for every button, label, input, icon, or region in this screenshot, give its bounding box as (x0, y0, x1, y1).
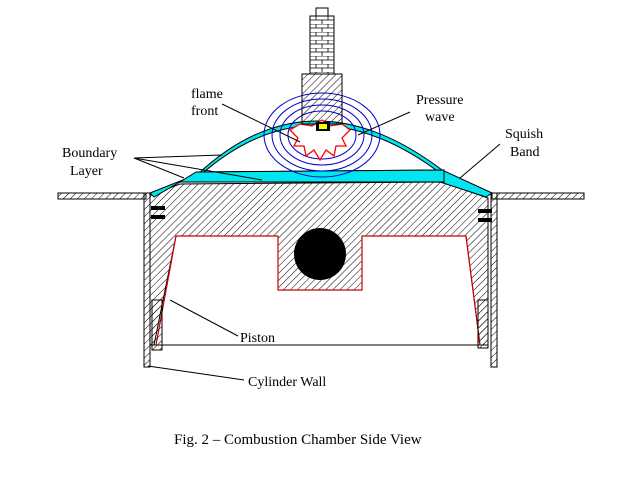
spark-plug-spark (319, 124, 327, 129)
squish-band-label: Band (510, 145, 540, 160)
head-deck-right (491, 192, 585, 200)
spark-plug-terminal (315, 7, 329, 17)
piston-outline (155, 235, 481, 346)
flame-front-label: flame (191, 87, 223, 102)
cylinder-wall-left (143, 192, 151, 368)
cylinder-wall-right (490, 192, 498, 368)
pressure-wave-label: Pressure (416, 93, 463, 108)
wrist-pin (294, 228, 346, 280)
piston-skirt-right (477, 299, 489, 349)
piston-ring (478, 209, 492, 213)
boundary-layer-label: Layer (70, 164, 103, 179)
piston-label: Piston (240, 331, 275, 346)
flame-front-label: front (191, 104, 218, 119)
spark-plug-body (301, 73, 343, 125)
piston-ring (478, 218, 492, 222)
leader-lines (133, 103, 501, 381)
piston-skirt-left (151, 299, 163, 351)
head-deck-left (57, 192, 147, 200)
pressure-wave-label: wave (425, 110, 455, 125)
spark-plug-insulator (309, 15, 335, 75)
piston-ring (151, 206, 165, 210)
boundary-layer-label: Boundary (62, 146, 117, 161)
piston-ring (151, 215, 165, 219)
figure-caption: Fig. 2 – Combustion Chamber Side View (174, 432, 422, 448)
squish-band-label: Squish (505, 127, 543, 142)
cylinder-wall-label: Cylinder Wall (248, 375, 326, 390)
